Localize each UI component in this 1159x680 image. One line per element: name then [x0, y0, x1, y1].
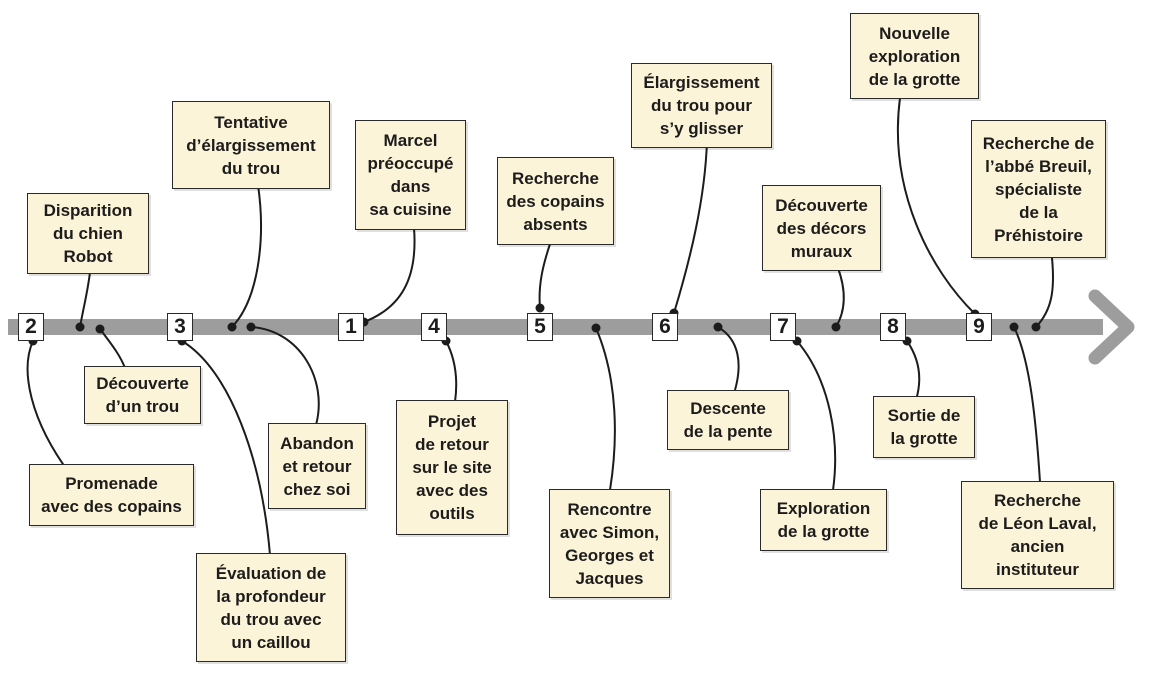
card-tentative: Tentative d’élargissement du trou	[172, 101, 330, 189]
connector-rencontre	[595, 327, 616, 491]
card-breuil: Recherche de l’abbé Breuil, spécialiste …	[971, 120, 1106, 258]
card-elargissement: Élargissement du trou pour s’y glisser	[631, 63, 772, 148]
card-exploration: Exploration de la grotte	[760, 489, 887, 551]
connector-disparition	[79, 271, 91, 328]
dot	[1009, 322, 1019, 332]
connector-sortie	[906, 340, 921, 401]
marker-4: 4	[421, 313, 447, 341]
card-laval: Recherche de Léon Laval, ancien institut…	[961, 481, 1114, 589]
connector-elargissement	[673, 140, 708, 314]
connector-promenade	[26, 340, 71, 475]
marker-9: 9	[966, 313, 992, 341]
connector-abandon	[250, 326, 320, 426]
dot	[95, 324, 105, 334]
timeline-arrowhead	[1088, 289, 1135, 365]
dot	[227, 322, 237, 332]
dot	[535, 303, 545, 313]
marker-3: 3	[167, 313, 193, 341]
marker-6: 6	[652, 313, 678, 341]
dot	[75, 322, 85, 332]
marker-7: 7	[770, 313, 796, 341]
card-disparition: Disparition du chien Robot	[27, 193, 149, 274]
card-projet: Projet de retour sur le site avec des ou…	[396, 400, 508, 535]
card-rencontre: Rencontre avec Simon, Georges et Jacques	[549, 489, 670, 598]
connector-tentative	[231, 184, 262, 328]
card-sortie: Sortie de la grotte	[873, 396, 975, 458]
marker-1: 1	[338, 313, 364, 341]
marker-5: 5	[527, 313, 553, 341]
connector-descente	[717, 326, 740, 391]
card-nouvelle: Nouvelle exploration de la grotte	[850, 13, 979, 99]
card-descente: Descente de la pente	[667, 390, 789, 450]
card-promenade: Promenade avec des copains	[29, 464, 194, 526]
marker-2: 2	[18, 313, 44, 341]
connector-recherche-copains	[538, 243, 551, 309]
dot	[246, 322, 256, 332]
marker-8: 8	[880, 313, 906, 341]
connector-breuil	[1035, 257, 1055, 328]
card-decouverte-decors: Découverte des décors muraux	[762, 185, 881, 271]
connector-exploration	[796, 340, 837, 491]
dot	[591, 323, 601, 333]
card-recherche-copains: Recherche des copains absents	[497, 157, 614, 245]
dot	[1031, 322, 1041, 332]
card-marcel: Marcel préoccupé dans sa cuisine	[355, 120, 466, 230]
dot	[831, 322, 841, 332]
card-evaluation: Évaluation de la profondeur du trou avec…	[196, 553, 346, 662]
connector-evaluation	[181, 340, 271, 556]
timeline-bar	[8, 319, 1103, 335]
card-decouverte-trou: Découverte d’un trou	[84, 366, 201, 424]
connector-decouverte-decors	[835, 267, 845, 328]
dot	[713, 322, 723, 332]
connector-marcel	[363, 227, 416, 323]
connector-projet	[445, 340, 458, 403]
connector-laval	[1013, 326, 1041, 483]
connector-decouverte-trou	[99, 328, 126, 369]
card-abandon: Abandon et retour chez soi	[268, 423, 366, 509]
connector-nouvelle	[896, 97, 976, 315]
